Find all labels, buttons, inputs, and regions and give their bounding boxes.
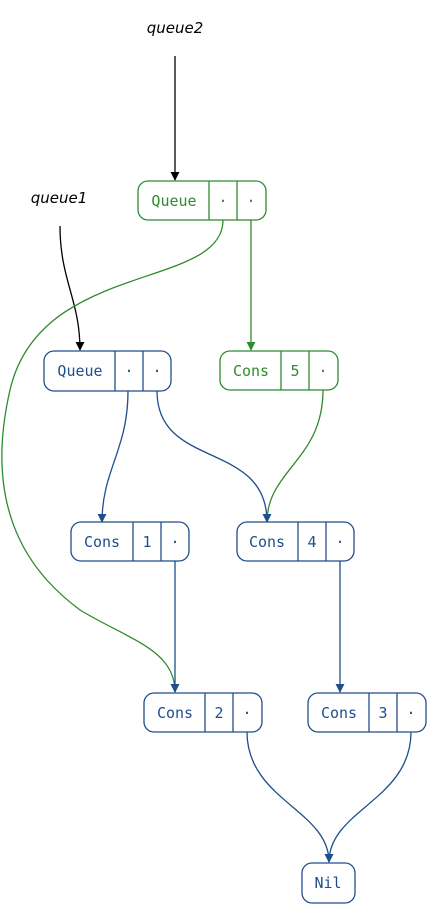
edge-cons3-to-nil bbox=[324, 731, 412, 863]
node-queue-blue: Queue · · bbox=[43, 350, 172, 392]
edge-cons2-to-nil bbox=[246, 731, 334, 863]
pointer-next: · bbox=[170, 533, 179, 551]
node-cons-3: Cons 3 · bbox=[307, 692, 427, 733]
node-tag: Cons bbox=[157, 704, 193, 722]
node-cons-5: Cons 5 · bbox=[219, 350, 339, 391]
node-tag: Cons bbox=[249, 533, 285, 551]
node-value: 1 bbox=[142, 533, 151, 551]
node-cons-1: Cons 1 · bbox=[70, 521, 190, 562]
node-tag: Queue bbox=[151, 192, 196, 210]
node-value: 5 bbox=[290, 362, 299, 380]
pointer-back: · bbox=[152, 362, 161, 380]
node-tag: Cons bbox=[233, 362, 269, 380]
node-cons-4: Cons 4 · bbox=[236, 521, 355, 562]
edge-blue-queue-back-to-cons4 bbox=[156, 390, 272, 523]
edge-green-queue-front-to-cons2 bbox=[1, 219, 224, 693]
pointer-back: · bbox=[246, 192, 255, 210]
pointer-next: · bbox=[242, 704, 251, 722]
node-value: 4 bbox=[307, 533, 316, 551]
node-tag: Nil bbox=[314, 874, 341, 892]
node-tag: Queue bbox=[57, 362, 102, 380]
node-tag: Cons bbox=[84, 533, 120, 551]
pointer-next: · bbox=[318, 362, 327, 380]
pointer-front: · bbox=[218, 192, 227, 210]
node-value: 3 bbox=[378, 704, 387, 722]
edge-blue-queue-front-to-cons1 bbox=[97, 390, 129, 523]
label-queue1: queue1 bbox=[31, 189, 88, 207]
edge-cons5-to-cons4 bbox=[262, 389, 324, 523]
node-cons-2: Cons 2 · bbox=[143, 692, 263, 733]
pointer-next: · bbox=[335, 533, 344, 551]
pointer-front: · bbox=[124, 362, 133, 380]
label-queue2: queue2 bbox=[147, 19, 204, 37]
node-nil: Nil bbox=[301, 862, 356, 904]
pointer-next: · bbox=[406, 704, 415, 722]
node-value: 2 bbox=[214, 704, 223, 722]
edge-queue1-to-blue-queue bbox=[59, 225, 85, 351]
node-tag: Cons bbox=[321, 704, 357, 722]
node-queue-green: Queue · · bbox=[137, 180, 267, 221]
